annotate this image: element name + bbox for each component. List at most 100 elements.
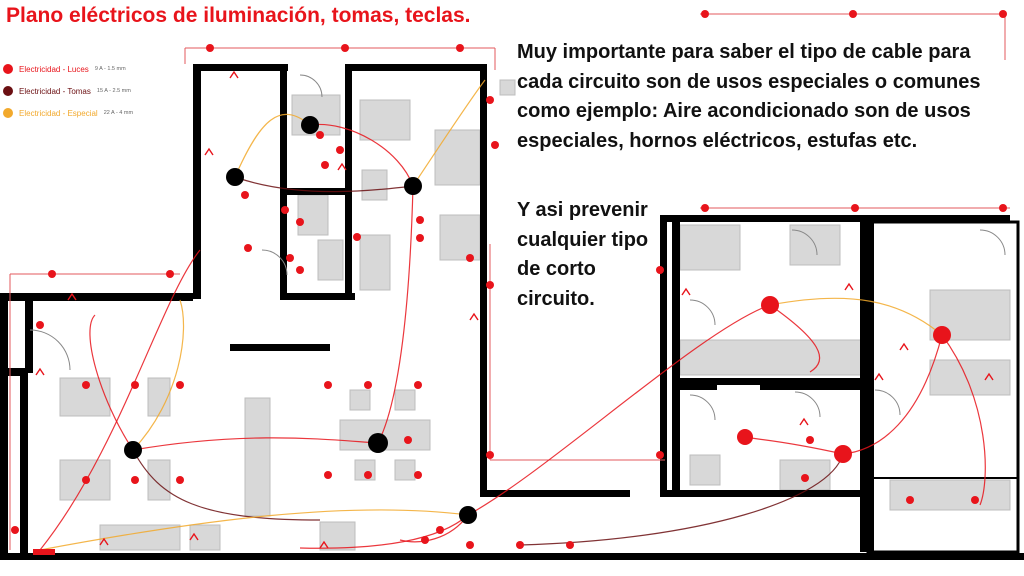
light-fixture <box>404 177 422 195</box>
door-swing <box>979 229 1006 256</box>
legend-spec: 9 A - 1.5 mm <box>94 66 126 72</box>
outlet-dot <box>999 204 1007 212</box>
wall-segment <box>660 215 667 495</box>
outlet-dot <box>82 381 90 389</box>
legend-label: Electricidad - Tomas <box>19 86 91 96</box>
outlet-dot <box>801 474 809 482</box>
wire-circuit <box>467 304 771 516</box>
wall-segment <box>25 293 33 373</box>
outlet-dot <box>566 541 574 549</box>
outlet-dot <box>166 270 174 278</box>
furniture-block <box>679 224 741 271</box>
legend: Electricidad - Luces 9 A - 1.5 mm Electr… <box>0 58 133 124</box>
legend-label: Electricidad - Luces <box>19 64 89 74</box>
door-swing <box>791 229 818 256</box>
wire-circuit <box>132 449 321 521</box>
light-fixture-red <box>737 429 753 445</box>
outlet-dot <box>414 381 422 389</box>
light-fixture <box>226 168 244 186</box>
wall-segment <box>660 215 1010 222</box>
outlet-dot <box>364 381 372 389</box>
door-swing <box>29 329 71 371</box>
outlet-dot <box>456 44 464 52</box>
wall-segment <box>345 64 485 71</box>
outlet-dot <box>11 526 19 534</box>
wall-segment <box>0 368 28 376</box>
switch-symbol <box>469 312 479 321</box>
legend-dot-outlets <box>3 86 13 96</box>
outlet-dot <box>353 233 361 241</box>
outlet-dot <box>851 204 859 212</box>
legend-spec: 15 A - 2.5 mm <box>96 88 131 94</box>
furniture-block <box>929 359 1011 396</box>
light-fixture <box>459 506 477 524</box>
outlet-dot <box>206 44 214 52</box>
wire-circuit <box>941 334 986 506</box>
wall-segment <box>480 64 487 244</box>
legend-item-lights: Electricidad - Luces 9 A - 1.5 mm <box>0 58 133 80</box>
note-main: Muy importante para saber el tipo de cab… <box>517 41 981 152</box>
outlet-dot <box>486 281 494 289</box>
light-fixture <box>124 441 142 459</box>
switch-symbol <box>319 540 329 549</box>
light-fixture <box>368 433 388 453</box>
furniture-block <box>394 459 416 481</box>
outlet-dot <box>244 244 252 252</box>
outlet-dot <box>82 476 90 484</box>
outlet-dot <box>324 381 332 389</box>
outlet-dot <box>421 536 429 544</box>
outlet-dot <box>416 216 424 224</box>
outlet-dot <box>486 451 494 459</box>
wall-segment <box>672 388 680 493</box>
switch-symbol <box>681 287 691 296</box>
outlet-dot <box>999 10 1007 18</box>
outlet-dot <box>176 381 184 389</box>
wall-segment <box>672 222 680 382</box>
outlet-dot <box>364 471 372 479</box>
outlet-dot <box>321 161 329 169</box>
furniture-block <box>499 79 516 96</box>
outlet-dot <box>806 436 814 444</box>
switch-symbol <box>229 70 239 79</box>
outlet-dot <box>324 471 332 479</box>
furniture-block <box>297 194 329 236</box>
switch-symbol <box>799 417 809 426</box>
wall-segment <box>480 490 630 497</box>
furniture-block <box>889 479 1011 511</box>
switch-symbol <box>337 162 347 171</box>
outlet-dot <box>296 266 304 274</box>
wall-segment <box>480 244 487 494</box>
wire-circuit <box>377 185 414 444</box>
switch-symbol <box>35 367 45 376</box>
wall-segment <box>672 378 867 385</box>
wire-circuit <box>234 176 414 193</box>
wall-segment <box>0 293 193 301</box>
outlet-dot <box>176 476 184 484</box>
switch-symbol <box>984 372 994 381</box>
outlet-dot <box>296 218 304 226</box>
wire-circuit <box>89 314 134 451</box>
wall-segment <box>345 64 352 294</box>
door-swing <box>689 299 716 326</box>
outlet-dot <box>436 526 444 534</box>
outlet-dot <box>241 191 249 199</box>
switch-symbol <box>844 282 854 291</box>
wall-segment <box>20 368 28 553</box>
wall-segment <box>230 344 330 351</box>
wire-circuit <box>769 297 943 336</box>
furniture-block <box>689 454 721 486</box>
outlet-dot <box>516 541 524 549</box>
furniture-block <box>361 169 388 201</box>
legend-spec: 22 A - 4 mm <box>103 110 134 116</box>
wire-circuit <box>744 436 844 455</box>
furniture-block <box>147 459 171 501</box>
service-entrance <box>33 549 55 555</box>
outlet-dot <box>414 471 422 479</box>
furniture-block <box>394 389 416 411</box>
wall-segment <box>0 553 1024 560</box>
legend-dot-special <box>3 108 13 118</box>
light-fixture <box>301 116 319 134</box>
door-swing <box>794 391 821 418</box>
